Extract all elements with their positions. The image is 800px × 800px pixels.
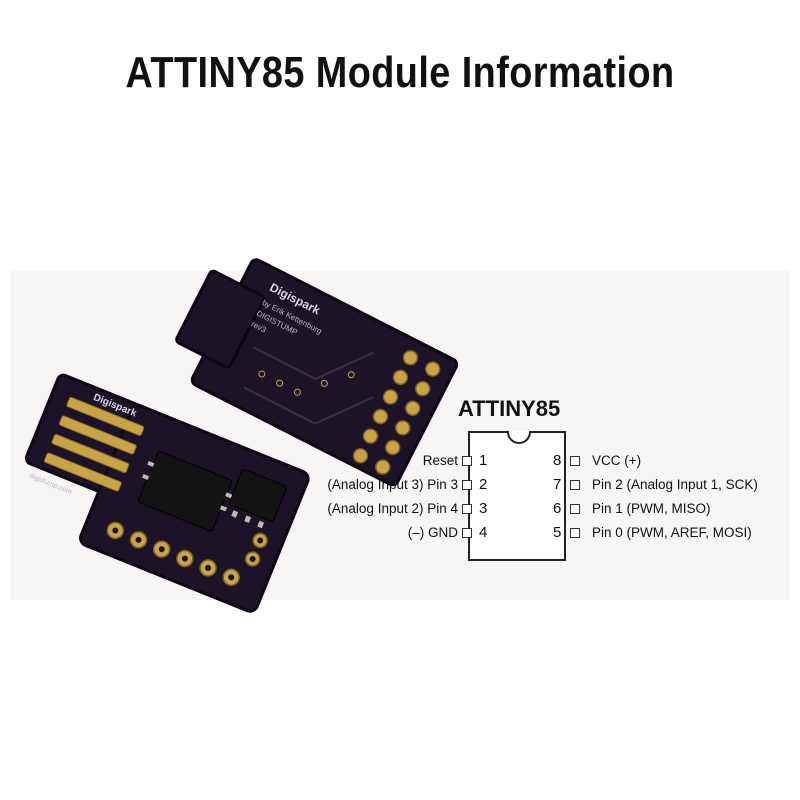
pin1-notch: [507, 431, 531, 444]
pin-label-pin3: (Analog Input 3) Pin 3: [327, 477, 458, 492]
pin-number-3: 3: [479, 500, 488, 517]
pin-pad-2: [462, 480, 472, 490]
pin-number-4: 4: [479, 524, 488, 541]
dip8-package-outline: [468, 431, 566, 561]
pin-pad-4: [462, 528, 472, 538]
back-board: Digispark by Erik Kettenburg DIGISTUMP r…: [175, 258, 459, 487]
pin-label-pin1: Pin 1 (PWM, MISO): [592, 501, 711, 516]
pin-label-vcc: VCC (+): [592, 453, 642, 468]
pin-pad-1: [462, 456, 472, 466]
front-board: Digispark digistump.com: [24, 373, 310, 613]
pin-number-7: 7: [553, 476, 562, 493]
chip-name: ATTINY85: [458, 396, 561, 421]
page-title: ATTINY85 Module Information: [125, 48, 675, 97]
pin-number-6: 6: [553, 500, 562, 517]
pin-label-reset: Reset: [422, 453, 458, 468]
pin-pad-3: [462, 504, 472, 514]
pin-number-2: 2: [479, 476, 488, 493]
pin-pad-6: [570, 504, 580, 514]
pin-label-pin0: Pin 0 (PWM, AREF, MOSI): [592, 525, 752, 540]
pin-label-pin2: Pin 2 (Analog Input 1, SCK): [592, 477, 758, 492]
pin-label-gnd: (–) GND: [407, 525, 458, 540]
pin-pad-5: [570, 528, 580, 538]
pin-number-8: 8: [553, 452, 562, 469]
pin-label-pin4: (Analog Input 2) Pin 4: [327, 501, 458, 516]
pin-pad-8: [570, 456, 580, 466]
pin-pad-7: [570, 480, 580, 490]
pin-number-5: 5: [553, 524, 562, 541]
pin-number-1: 1: [479, 452, 488, 469]
